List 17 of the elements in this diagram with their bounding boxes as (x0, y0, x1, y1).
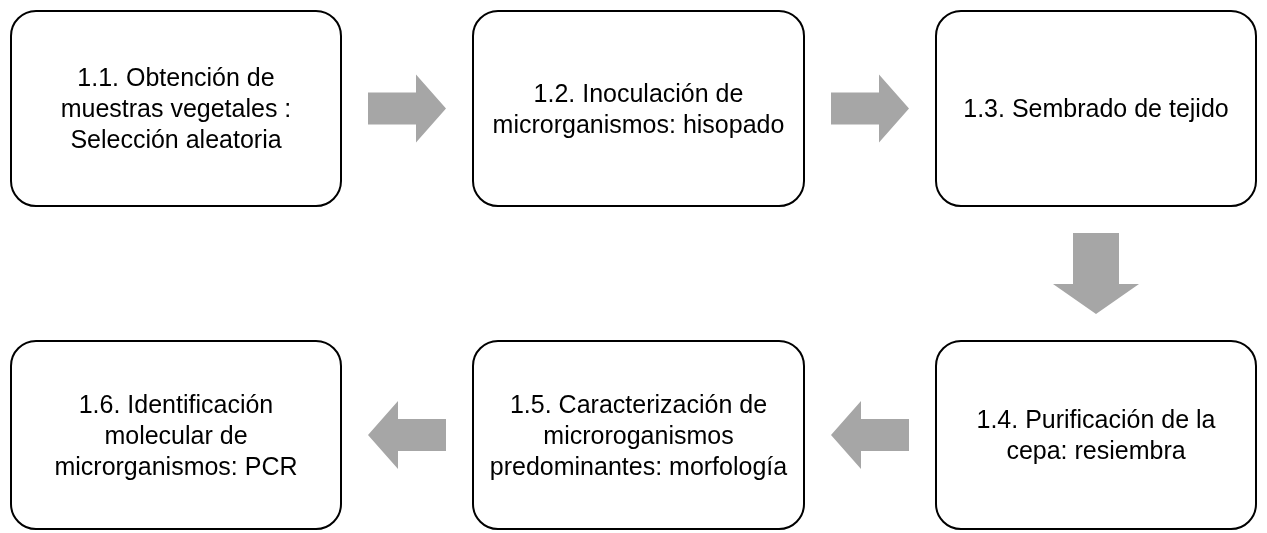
process-box (472, 340, 805, 530)
block-arrow (831, 74, 909, 143)
process-box (935, 340, 1257, 530)
step-text: 1.3. Sembrado de tejido (963, 93, 1229, 124)
process-box (10, 340, 342, 530)
step-text: 1.4. Purificación de la cepa: resiembra (975, 404, 1217, 466)
step-text: 1.5. Caracterización de microroganismos predominantes: morfología (488, 388, 789, 482)
block-arrow (368, 74, 446, 143)
step-text: 1.6. Identificación molecular de microrganismos: PCR (53, 388, 299, 482)
step-text: 1.1. Obtención de muestras vegetales : Selección aleatoria (59, 62, 293, 155)
block-arrow (831, 401, 909, 469)
process-box (10, 10, 342, 207)
step-text: 1.2. Inoculación de microrganismos: hisopado (491, 77, 786, 140)
block-arrow (368, 401, 446, 469)
process-box (935, 10, 1257, 207)
block-arrow (1053, 233, 1139, 314)
process-box (472, 10, 805, 207)
